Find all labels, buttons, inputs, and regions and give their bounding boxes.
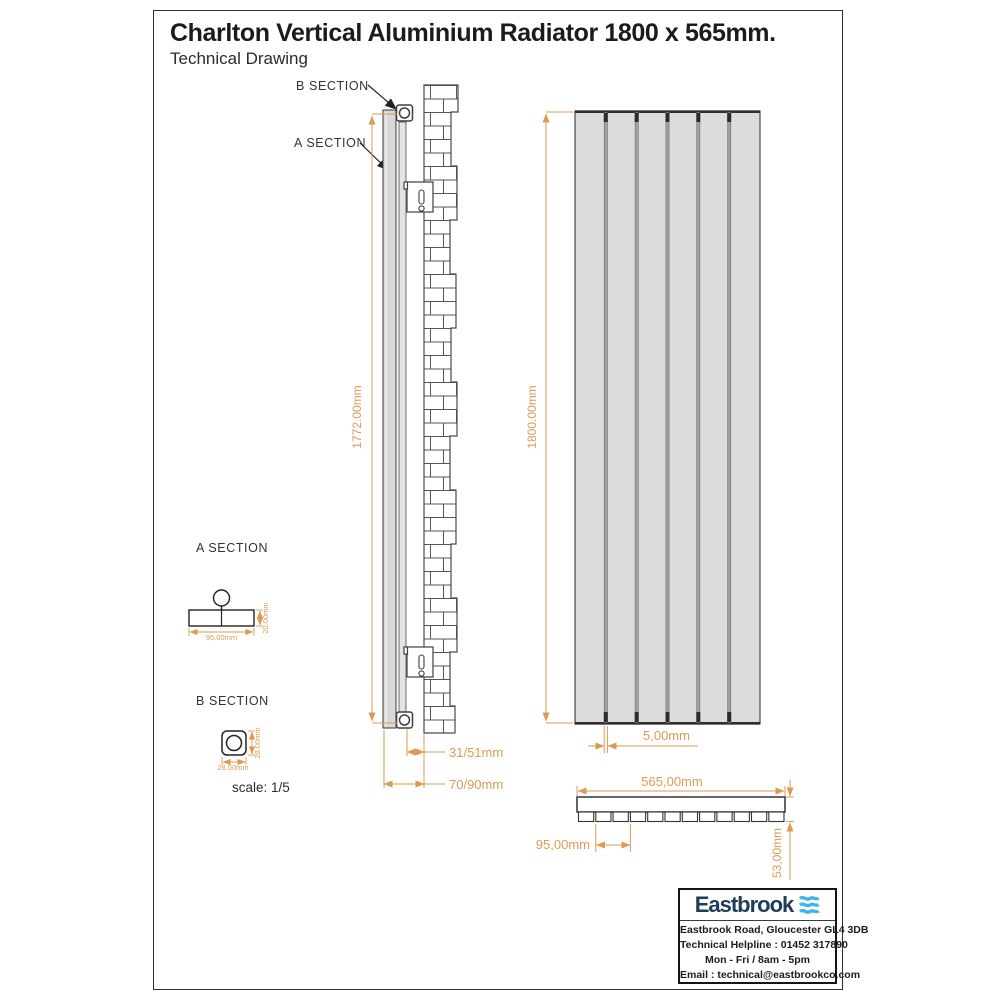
page-subtitle: Technical Drawing [170, 49, 308, 68]
dim-front-height-label: 1800.00mm [525, 385, 539, 448]
wall-brickwork [423, 84, 459, 734]
section-a-pipe [212, 589, 231, 607]
company-email: Email : technical@eastbrookco.com [680, 969, 861, 981]
valve-bottom [395, 711, 414, 729]
panel-separator [634, 112, 639, 723]
company-helpline: Technical Helpline : 01452 317890 [680, 939, 848, 951]
section-a-depth-label: 20.00mm [261, 602, 270, 633]
section-b-dims [221, 730, 256, 766]
company-address: Eastbrook Road, Gloucester GL4 3DB [680, 924, 869, 936]
dim-panel-gap-label: 5,00mm [643, 728, 690, 743]
dim-front-height-1800 [542, 111, 573, 724]
page-title: Charlton Vertical Aluminium Radiator 180… [170, 19, 776, 47]
section-a-width-label: 95.00mm [206, 633, 237, 642]
dim-plan-panel-label: 95,00mm [536, 837, 590, 852]
company-logo-text: Eastbrook [694, 892, 795, 917]
radiator-side-panel [382, 109, 407, 729]
panel-separator [727, 112, 732, 723]
plan-view: 565,00mm 95,00mm 53,00mm [536, 774, 794, 880]
plan-body [576, 796, 786, 813]
scale-note: scale: 1/5 [232, 780, 290, 795]
dim-plan-depth-53 [786, 780, 794, 880]
front-view: 1800.00mm 5,00mm [525, 110, 761, 753]
b-section-leader-arrow [367, 84, 397, 110]
dim-plan-width-565 [576, 786, 786, 796]
section-a-title: A SECTION [196, 541, 268, 555]
side-view-b-section-label: B SECTION [296, 79, 369, 93]
dim-plan-panel-95 [595, 824, 631, 852]
section-b-detail: B SECTION 28.00mm 28.00mm [196, 694, 269, 772]
section-b-width-label: 28.00mm [217, 763, 248, 772]
company-logo: Eastbrook [680, 890, 835, 921]
dim-plan-depth-label: 53,00mm [770, 828, 784, 878]
waves-icon [799, 895, 820, 914]
company-info-box: Eastbrook Eastbrook Road, Gloucester GL4… [678, 888, 869, 984]
section-b-title: B SECTION [196, 694, 269, 708]
dim-wall-offset-label: 70/90mm [449, 777, 503, 792]
plan-fins [577, 811, 785, 823]
section-a-detail: A SECTION 95.00mm 20.00mm [188, 541, 270, 642]
dim-plan-width-label: 565,00mm [641, 774, 702, 789]
wall-bracket-top [403, 181, 434, 213]
panel-separator [696, 112, 701, 723]
section-b-height-label: 28.00mm [253, 727, 262, 758]
side-view-a-section-label: A SECTION [294, 136, 366, 150]
valve-top [395, 104, 414, 122]
section-b-pipe [225, 734, 243, 752]
dim-side-height-label: 1772.00mm [350, 385, 364, 448]
wall-bracket-bottom [403, 646, 434, 678]
panel-separators [603, 112, 732, 723]
dim-side-height-1772 [368, 113, 397, 724]
dim-pipe-offset-label: 31/51mm [449, 745, 503, 760]
dim-wall-offsets [383, 729, 445, 788]
panel-separator [665, 112, 670, 723]
section-a-dims [188, 609, 264, 636]
side-view: B SECTION A SECTION [294, 79, 503, 792]
panel-separator [603, 112, 608, 723]
dim-panel-gap-5mm [588, 726, 698, 753]
company-contact-lines: Eastbrook Road, Gloucester GL4 3DB Techn… [680, 921, 869, 983]
company-hours: Mon - Fri / 8am - 5pm [704, 954, 810, 966]
